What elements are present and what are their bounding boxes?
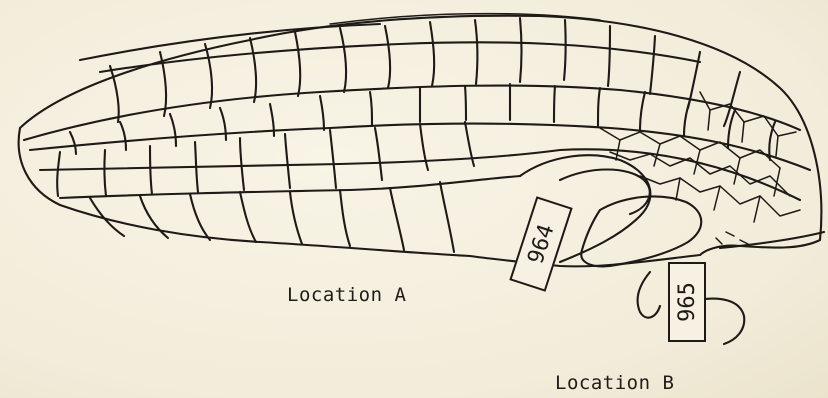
appendage-loop <box>638 272 660 318</box>
tag-965-number: 965 <box>675 282 700 322</box>
cross-veins-upper <box>110 18 740 126</box>
trailing-edge-bottom <box>720 232 824 248</box>
cross-veins-lower <box>57 122 474 196</box>
specimen-tag-965: 965 <box>668 262 706 342</box>
location-b-label: Location B <box>555 372 674 394</box>
tag-964-number: 964 <box>523 221 559 267</box>
location-a-label: Location A <box>287 284 406 306</box>
margin-ticks <box>716 232 748 244</box>
vein-3 <box>40 149 800 200</box>
